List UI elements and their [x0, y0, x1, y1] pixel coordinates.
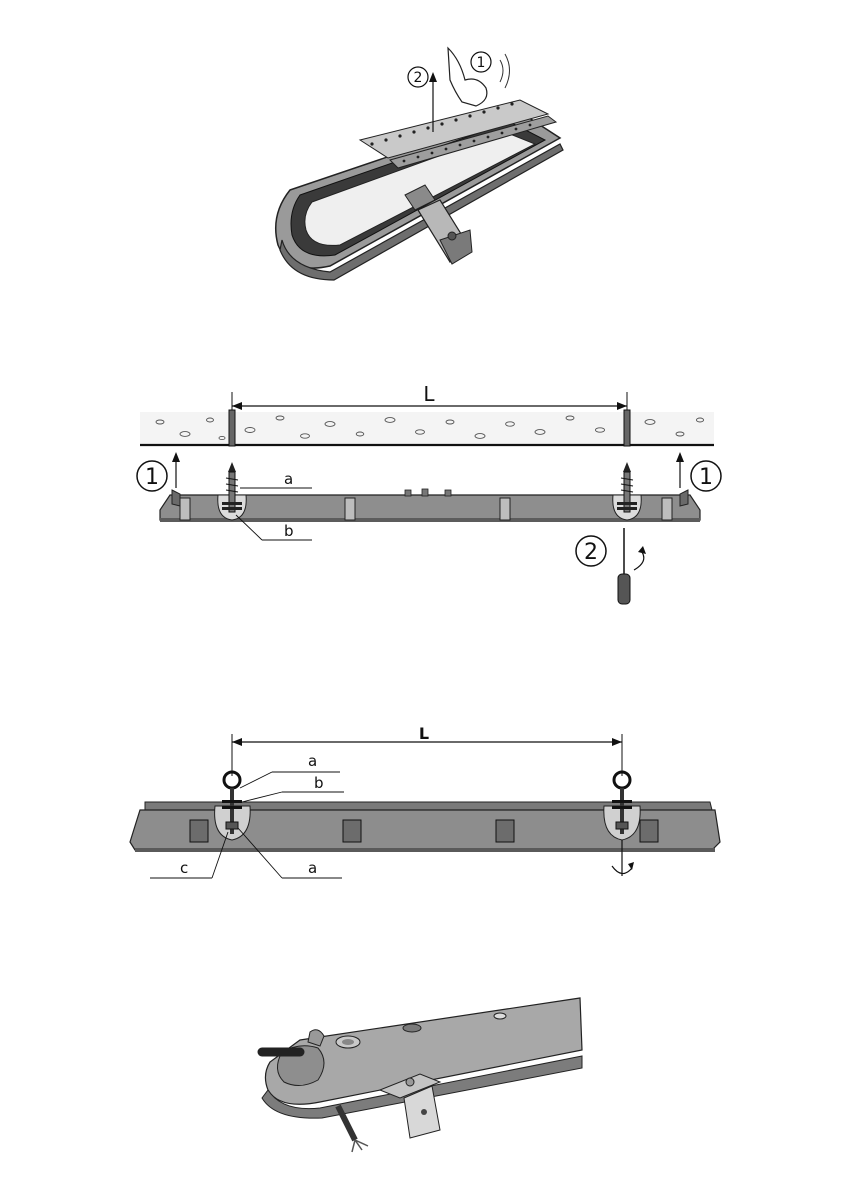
step-marker-left-1: 1 — [137, 461, 167, 491]
svg-text:1: 1 — [477, 55, 486, 71]
lift-arrow-right — [676, 452, 684, 488]
screw-right — [617, 462, 637, 512]
step-marker-1: 1 — [471, 52, 491, 72]
step-marker-2: 2 — [408, 67, 428, 87]
lift-arrow-left — [172, 452, 180, 488]
label-c: c — [180, 859, 188, 877]
wall-plug-left — [229, 410, 235, 446]
step-marker-2: 2 — [576, 536, 606, 566]
dimension-l: L — [232, 724, 622, 776]
svg-text:2: 2 — [584, 540, 598, 565]
svg-text:L: L — [419, 724, 429, 743]
step-marker-right-1: 1 — [691, 461, 721, 491]
figure-1-rail-mounting: 2 1 — [0, 40, 841, 340]
label-a: a — [284, 470, 293, 488]
svg-text:1: 1 — [699, 465, 713, 490]
svg-text:L: L — [423, 382, 435, 406]
figure-3-eye-bolt-suspension: L a b c — [0, 710, 841, 910]
wall-plug-right — [624, 410, 630, 446]
luminaire-side-view — [130, 802, 720, 852]
luminaire-side-view — [160, 489, 700, 522]
label-b: b — [284, 522, 294, 540]
figure-2-ceiling-screw-mounting: L — [0, 370, 841, 630]
screw-left — [222, 462, 242, 512]
svg-text:1: 1 — [145, 465, 159, 490]
label-a-bottom: a — [308, 859, 317, 877]
label-a-top: a — [308, 752, 317, 770]
svg-text:2: 2 — [414, 70, 423, 86]
figure-4-cable-entry — [0, 990, 841, 1190]
screwdriver-icon — [618, 528, 646, 604]
label-b: b — [314, 774, 324, 792]
